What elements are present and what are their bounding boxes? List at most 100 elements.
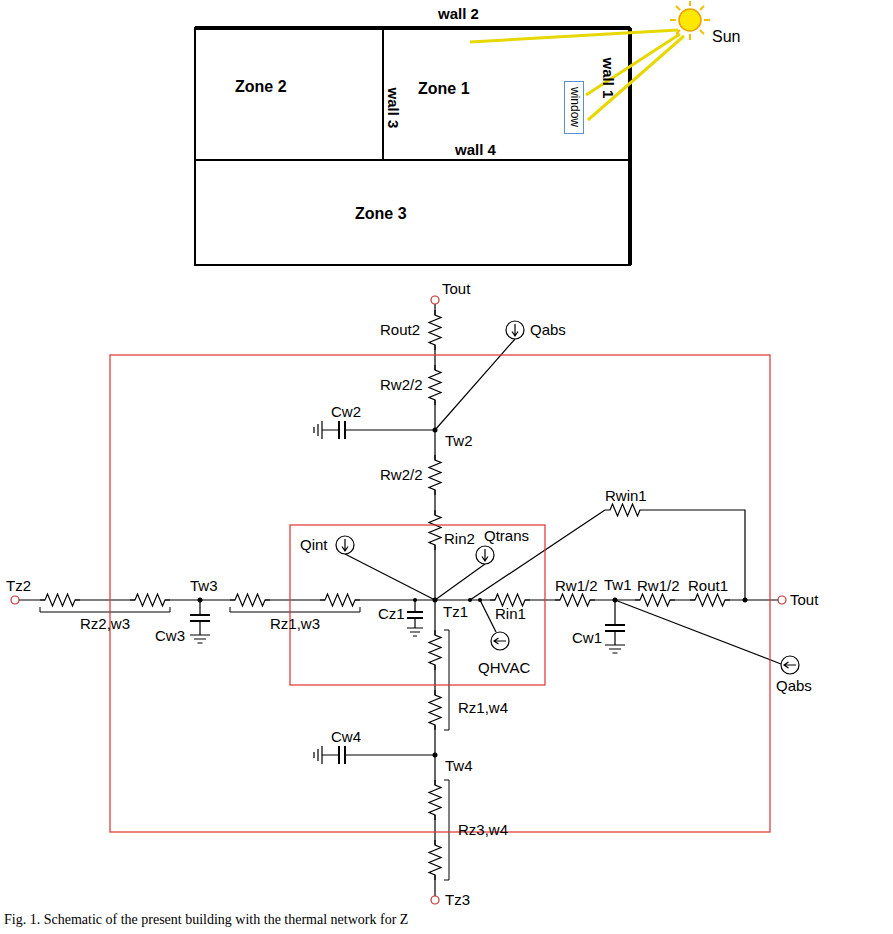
terminal bbox=[431, 296, 439, 304]
resistor-symbol bbox=[428, 690, 442, 730]
terminal bbox=[778, 596, 786, 604]
sun-icon bbox=[700, 30, 704, 34]
terminal bbox=[11, 596, 19, 604]
wire bbox=[19, 304, 781, 896]
zone-region: Zone 3 bbox=[195, 160, 630, 265]
resistor-symbol bbox=[428, 455, 442, 495]
resistor-label: Rwin1 bbox=[605, 488, 647, 505]
terminal bbox=[11, 296, 786, 904]
resistor-label: Rin1 bbox=[495, 606, 526, 623]
capacitor-label: Cw1 bbox=[572, 630, 602, 647]
zone-label: Zone 2 bbox=[235, 78, 287, 96]
temperature-label: Tz2 bbox=[6, 578, 31, 595]
resistor-symbol bbox=[130, 593, 170, 607]
current-source bbox=[336, 321, 799, 674]
wall-label: wall 4 bbox=[455, 142, 496, 159]
sun-icon bbox=[676, 30, 680, 34]
ground-symbol bbox=[190, 421, 625, 764]
capacitor-label: Cw2 bbox=[331, 404, 361, 421]
sun-icon bbox=[586, 34, 680, 95]
sun-label: Sun bbox=[712, 28, 740, 46]
temperature-label: Tw1 bbox=[604, 577, 632, 594]
resistor-label: Rz1,w4 bbox=[458, 700, 508, 717]
resistor-symbol bbox=[690, 593, 730, 607]
zone-boundary bbox=[110, 355, 770, 832]
resistor-symbol bbox=[635, 593, 675, 607]
wire bbox=[435, 339, 515, 430]
current-source bbox=[781, 656, 799, 674]
resistor-symbol bbox=[428, 510, 442, 550]
heat-source-label: Qint bbox=[300, 537, 328, 554]
temperature-label: Tw2 bbox=[445, 433, 473, 450]
window-box: window bbox=[564, 81, 584, 134]
zone-boundary bbox=[290, 525, 545, 685]
junction-dot bbox=[478, 598, 482, 602]
wire bbox=[200, 430, 615, 755]
ground-symbol bbox=[190, 628, 625, 653]
temperature-label: Tz3 bbox=[445, 892, 470, 909]
wire bbox=[480, 600, 496, 632]
wall-label: wall 2 bbox=[438, 6, 479, 23]
heat-source-label: Qabs bbox=[776, 678, 812, 695]
ground-symbol bbox=[314, 421, 322, 764]
junction-dot bbox=[468, 598, 472, 602]
sun-icon bbox=[676, 6, 680, 10]
resistor-symbol bbox=[428, 310, 442, 350]
zone-label: Zone 3 bbox=[355, 205, 407, 223]
resistor-label: Rout2 bbox=[380, 322, 420, 339]
capacitor-label: Cw4 bbox=[331, 729, 361, 746]
floor-plan bbox=[628, 28, 632, 265]
resistor-label: Rout1 bbox=[688, 578, 728, 595]
wire bbox=[470, 510, 605, 600]
resistor-symbol bbox=[428, 780, 442, 820]
resistor-symbol bbox=[428, 630, 442, 670]
figure-caption: Fig. 1. Schematic of the present buildin… bbox=[4, 912, 408, 928]
zone-region: Zone 2 bbox=[195, 28, 383, 160]
junction-dot bbox=[198, 428, 748, 758]
junction-dot bbox=[433, 428, 438, 433]
zone-label: Zone 1 bbox=[418, 80, 470, 98]
window-label: window bbox=[567, 87, 580, 127]
wire bbox=[435, 564, 485, 600]
sun-icon bbox=[689, 34, 691, 40]
current-source bbox=[336, 536, 354, 554]
resistor-symbol bbox=[40, 310, 730, 880]
bracket bbox=[40, 607, 449, 880]
temperature-label: Tout bbox=[790, 592, 818, 609]
sun-icon bbox=[670, 19, 676, 21]
zone-boundary bbox=[110, 355, 770, 832]
resistor-symbol bbox=[555, 593, 595, 607]
sun-icon bbox=[470, 30, 678, 42]
resistor-symbol bbox=[320, 593, 360, 607]
sun-icon bbox=[700, 6, 704, 10]
wire bbox=[615, 600, 781, 664]
resistor-label: Rz3,w4 bbox=[458, 822, 508, 839]
current-source bbox=[476, 546, 494, 564]
temperature-label: Tw3 bbox=[190, 578, 218, 595]
resistor-symbol bbox=[490, 593, 530, 607]
resistor-label: Rw2/2 bbox=[380, 377, 423, 394]
floor-plan bbox=[195, 28, 630, 265]
wall-label: wall 1 bbox=[600, 58, 617, 99]
resistor-label: Rw1/2 bbox=[637, 578, 680, 595]
capacitor-label: Cw3 bbox=[155, 628, 185, 645]
temperature-label: Tz1 bbox=[443, 604, 468, 621]
sun-icon bbox=[670, 1, 710, 40]
wall-label: wall 3 bbox=[385, 88, 402, 129]
capacitor-symbol bbox=[190, 421, 625, 764]
heat-source-label: QHVAC bbox=[478, 660, 530, 677]
bracket bbox=[40, 607, 449, 880]
wire bbox=[345, 554, 435, 600]
junction-dot bbox=[613, 598, 618, 603]
sun-icon bbox=[470, 1, 710, 120]
current-source bbox=[491, 632, 509, 650]
floor-plan bbox=[195, 159, 630, 161]
junction-dot bbox=[413, 598, 417, 602]
junction-dot bbox=[433, 598, 438, 603]
resistor-label: Rw2/2 bbox=[380, 467, 423, 484]
junction-dot bbox=[198, 598, 203, 603]
terminal bbox=[431, 896, 439, 904]
resistor-symbol bbox=[605, 503, 645, 517]
